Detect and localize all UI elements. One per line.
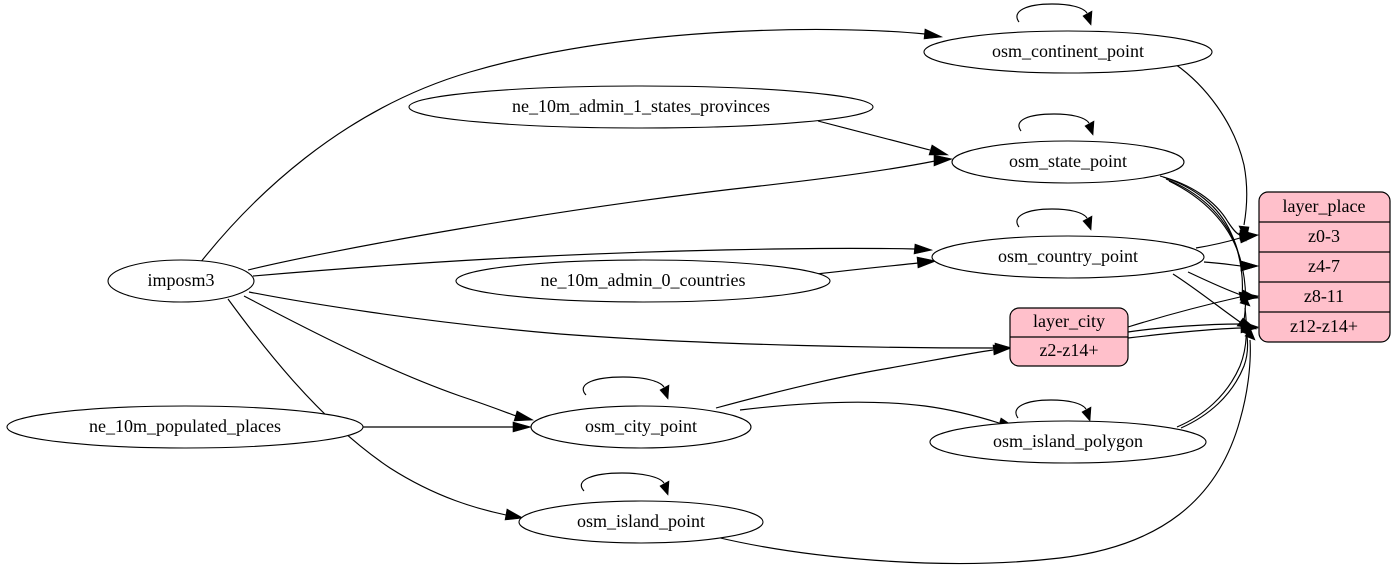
- node-label: osm_island_polygon: [993, 431, 1143, 451]
- edge-self-osm_island_point: [580, 472, 665, 492]
- layer_city-title: layer_city: [1033, 311, 1105, 331]
- node-shape-ellipse: [518, 500, 764, 544]
- node-osm_continent_point[interactable]: osm_continent_point: [923, 30, 1213, 74]
- node-osm_island_polygon[interactable]: osm_island_polygon: [929, 420, 1207, 464]
- node-shape-ellipse: [530, 405, 752, 449]
- arrowhead-icon: [1082, 10, 1093, 26]
- edge-imposm3-to-osm_country_point: [252, 247, 916, 277]
- edge-self-osm_state_point: [1018, 113, 1090, 132]
- edge-layer: [199, 3, 1260, 565]
- arrowhead-icon: [913, 243, 934, 255]
- node-label: osm_state_point: [1009, 151, 1127, 171]
- edge-osm_country_point-to-layer_place-z12-z14: [1172, 273, 1241, 323]
- edge-osm_city_point-to-osm_island_polygon: [739, 401, 1000, 424]
- edge-self-osm_city_point: [582, 376, 665, 396]
- arrowhead-icon: [992, 344, 1013, 356]
- node-label: ne_10m_admin_0_countries: [541, 270, 746, 290]
- node-shape-ellipse: [951, 140, 1185, 184]
- node-label: osm_city_point: [585, 416, 697, 436]
- node-label: osm_country_point: [998, 246, 1138, 266]
- node-shape-ellipse: [6, 405, 364, 449]
- edge-imposm3-to-osm_state_point: [247, 160, 936, 271]
- node-shape-ellipse: [107, 259, 255, 303]
- edge-osm_continent_point-to-layer_place-z0-3: [1174, 63, 1248, 226]
- arrowhead-icon: [1240, 260, 1260, 272]
- node-label: ne_10m_populated_places: [89, 416, 281, 436]
- edge-osm_state_point-to-layer_place-z0-3: [1159, 175, 1241, 236]
- layer_city-row-z2-z14: z2-z14+: [1039, 340, 1098, 360]
- node-label: osm_island_point: [577, 511, 705, 531]
- arrowhead-icon: [1239, 296, 1251, 307]
- edge-self-osm_continent_point: [1016, 3, 1088, 23]
- node-label: ne_10m_admin_1_states_provinces: [512, 96, 770, 116]
- edge-layer_city-to-layer_place-z12-z14: [1127, 323, 1242, 333]
- arrowhead-icon: [504, 508, 524, 521]
- edge-imposm3-to-osm_city_point: [243, 295, 517, 417]
- edge-osm_country_point-to-layer_place-z4-7: [1203, 261, 1242, 267]
- edge-imposm3-to-osm_island_point: [227, 298, 507, 516]
- edge-osm_state_point-to-layer_place-z12-z14: [1168, 180, 1247, 328]
- arrowhead-icon: [916, 256, 938, 269]
- edge-ne_10m_admin_0_countries-to-osm_country_point: [816, 262, 919, 275]
- edge-layer_city-to-layer_place-z12-z14-b: [1127, 327, 1242, 339]
- node-label: osm_continent_point: [992, 41, 1144, 61]
- layer_place-row-z0-3: z0-3: [1308, 226, 1340, 246]
- node-shape-ellipse: [923, 30, 1213, 74]
- node-ne_10m_admin_0_countries[interactable]: ne_10m_admin_0_countries: [455, 259, 831, 303]
- edge-osm_country_point-to-layer_place-z0-3: [1195, 237, 1241, 249]
- edge-imposm3-to-osm_continent_point: [199, 28, 926, 264]
- layer_place-row-z12-z14: z12-z14+: [1290, 316, 1358, 336]
- node-shape-ellipse: [455, 259, 831, 303]
- node-shape-ellipse: [931, 235, 1205, 279]
- arrowhead-icon: [1081, 406, 1092, 422]
- arrowhead-icon: [1084, 120, 1095, 136]
- layer_place-title: layer_place: [1283, 196, 1366, 216]
- node-imposm3[interactable]: imposm3: [107, 259, 255, 303]
- arrowhead-icon: [659, 480, 670, 496]
- record-shape: [1258, 191, 1391, 343]
- node-osm_island_point[interactable]: osm_island_point: [518, 500, 764, 544]
- node-layer_city[interactable]: layer_city z2-z14+: [1009, 307, 1129, 367]
- arrowhead-icon: [659, 384, 670, 400]
- edge-osm_island_polygon-to-layer_place-z8-11: [1176, 307, 1247, 428]
- node-shape-ellipse: [408, 85, 874, 129]
- node-shape-ellipse: [929, 420, 1207, 464]
- edge-self-osm_country_point: [1016, 208, 1088, 228]
- arrowhead-icon: [513, 410, 535, 422]
- arrowhead-icon: [1244, 329, 1256, 341]
- node-ne_10m_populated_places[interactable]: ne_10m_populated_places: [6, 405, 364, 449]
- layer_place-row-z8-11: z8-11: [1304, 286, 1344, 306]
- edge-ne_10m_admin_1_states_provinces-to-osm_state_point: [817, 120, 931, 151]
- edge-imposm3-to-layer_city: [248, 291, 996, 349]
- arrowhead-icon: [928, 144, 950, 156]
- arrowhead-icon: [933, 154, 954, 167]
- arrowhead-icon: [923, 28, 944, 40]
- edge-osm_island_point-to-layer_place-z12-z14: [715, 339, 1251, 565]
- node-layer_place[interactable]: layer_place z0-3 z4-7 z8-11 z12-z14+: [1258, 191, 1391, 343]
- node-ne_10m_admin_1_states_provinces[interactable]: ne_10m_admin_1_states_provinces: [408, 85, 874, 129]
- node-osm_city_point[interactable]: osm_city_point: [530, 405, 752, 449]
- node-osm_state_point[interactable]: osm_state_point: [951, 140, 1185, 184]
- node-layer: imposm3 ne_10m_admin_1_states_provinces …: [6, 30, 1391, 544]
- edge-osm_country_point-to-layer_place-z8-11: [1187, 271, 1242, 296]
- arrowhead-icon: [1238, 232, 1260, 244]
- node-osm_country_point[interactable]: osm_country_point: [931, 235, 1205, 279]
- edge-self-osm_island_polygon: [1015, 399, 1087, 419]
- layer_place-row-z4-7: z4-7: [1308, 256, 1340, 276]
- edge-osm_city_point-to-layer_city: [715, 349, 994, 409]
- arrowhead-icon: [1082, 215, 1093, 231]
- edge-osm_island_polygon-to-layer_place-z12-z14: [1180, 335, 1249, 429]
- node-label: imposm3: [147, 270, 214, 290]
- edge-layer_city-to-layer_place-z8-11: [1127, 296, 1241, 328]
- arrowhead-icon: [512, 421, 533, 433]
